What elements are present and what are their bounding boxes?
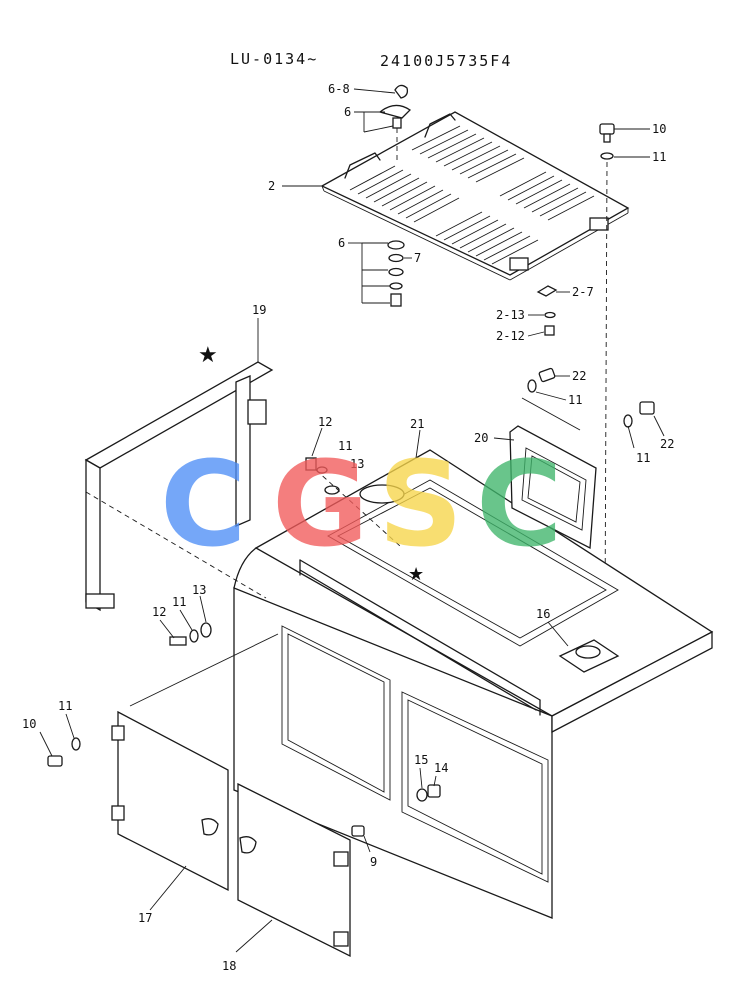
callout-17: 17	[138, 911, 152, 925]
callout-6-mid: 6	[338, 236, 345, 250]
star-mark-2: ★	[408, 564, 424, 585]
callout-22-b: 22	[660, 437, 674, 451]
callout-21: 21	[410, 417, 424, 431]
hardware-stack	[361, 240, 405, 307]
callout-15: 15	[414, 753, 428, 767]
watermark-letter-c1: C	[160, 435, 247, 573]
callout-12-b: 12	[152, 605, 166, 619]
callout-11-b: 11	[636, 451, 650, 465]
side-panel	[509, 397, 597, 550]
callout-19: 19	[252, 303, 266, 317]
callout-11-a: 11	[568, 393, 582, 407]
callout-16: 16	[536, 607, 550, 621]
star-mark: ★	[198, 343, 218, 368]
callout-2-13: 2-13	[496, 308, 525, 322]
door-right	[237, 782, 351, 958]
callout-13-b: 13	[192, 583, 206, 597]
latch-assembly	[378, 84, 412, 160]
callout-11-top: 11	[652, 150, 666, 164]
bracket-2-7	[536, 285, 558, 336]
small-hardware: ★	[47, 457, 441, 837]
watermark-letter-s: S	[378, 435, 463, 573]
leader-lines	[39, 88, 665, 953]
callout-13-a: 13	[350, 457, 364, 471]
callout-12-a: 12	[318, 415, 332, 429]
callout-11-d: 11	[172, 595, 186, 609]
callout-11-c: 11	[338, 439, 352, 453]
callout-14: 14	[434, 761, 448, 775]
watermark-letter-g: G	[272, 435, 369, 573]
callout-labels: 6-8 6 2 10 11 6 7 2-7 2-13 2-12 19 22 11…	[22, 82, 674, 973]
callout-2-12: 2-12	[496, 329, 525, 343]
part-number: 24100J5735F4	[380, 52, 512, 70]
callout-2: 2	[268, 179, 275, 193]
serial-range: LU-0134~	[230, 50, 318, 68]
callout-7: 7	[414, 251, 421, 265]
bolts-middle-right	[527, 367, 655, 428]
callout-10-b: 10	[22, 717, 36, 731]
callout-10-top: 10	[652, 122, 666, 136]
callout-11-e: 11	[58, 699, 72, 713]
watermark: C G S C	[160, 435, 563, 573]
callout-9: 9	[370, 855, 377, 869]
callout-6-top: 6	[344, 105, 351, 119]
support-bracket: ★	[84, 343, 274, 612]
top-cover-plate	[320, 111, 630, 281]
callout-6-8: 6-8	[328, 82, 350, 96]
main-cabinet	[233, 449, 714, 919]
watermark-letter-c2: C	[476, 435, 563, 573]
door-left	[111, 710, 229, 892]
callout-22-a: 22	[572, 369, 586, 383]
callout-18: 18	[222, 959, 236, 973]
callout-20: 20	[474, 431, 488, 445]
callout-2-7: 2-7	[572, 285, 594, 299]
